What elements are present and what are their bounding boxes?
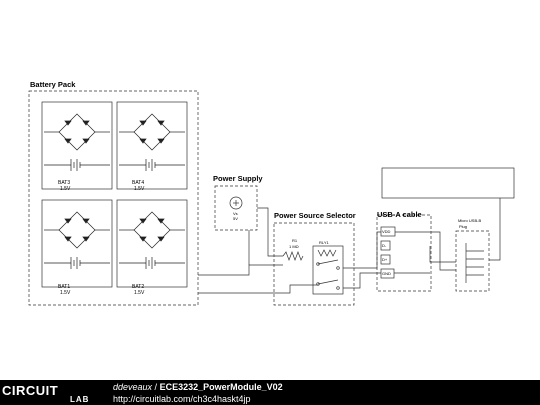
bat2-voltage: 1.5V xyxy=(134,290,145,296)
bat1-voltage: 1.5V xyxy=(60,290,71,296)
device-box xyxy=(381,167,515,199)
battery-symbol-bat2 xyxy=(119,257,185,269)
micro-usb-box xyxy=(455,230,490,292)
bat3-name: BAT3 xyxy=(58,180,71,186)
supply-voltage: 5V xyxy=(233,216,238,221)
battery-symbol-bat4 xyxy=(119,159,185,171)
bat1-name: BAT1 xyxy=(58,284,71,290)
usb-pin-gnd: GND xyxy=(382,271,391,276)
resistor-value: 1 MΩ xyxy=(289,244,299,249)
voltage-source-symbol xyxy=(229,196,243,210)
usb-a-label: USB-A cable xyxy=(377,210,422,219)
power-supply-label: Power Supply xyxy=(213,174,263,183)
schematic-canvas xyxy=(28,90,515,306)
circuitlab-logo-sub: LAB xyxy=(70,395,90,404)
supply-name: Vs xyxy=(233,211,238,216)
bat4-name: BAT4 xyxy=(132,180,145,186)
selector-label: Power Source Selector xyxy=(274,211,356,220)
micro-usb-sub-label: Plug xyxy=(459,224,468,229)
battery-pack-label: Battery Pack xyxy=(30,80,76,89)
battery-symbol-bat3 xyxy=(44,159,110,171)
cell-box-bat2 xyxy=(116,199,188,288)
cell-box-bat3 xyxy=(41,101,113,190)
bridge-rectifier-bat1 xyxy=(44,211,110,269)
usb-a-box xyxy=(376,214,432,292)
footer-bar xyxy=(0,380,540,405)
selector-box xyxy=(273,222,355,306)
usb-pin-dplus: D+ xyxy=(382,257,388,262)
power-supply-box xyxy=(214,185,258,231)
resistor-name: R1 xyxy=(292,238,298,243)
micro-usb-label: Micro USB-B xyxy=(458,218,482,223)
relay-name: RLY1 xyxy=(319,240,329,245)
bat3-voltage: 1.5V xyxy=(60,186,71,192)
project-url[interactable]: http://circuitlab.com/ch3c4haskt4jp xyxy=(113,394,251,404)
bridge-rectifier-bat3 xyxy=(44,113,110,171)
cell-box-bat1 xyxy=(41,199,113,288)
bridge-rectifier-bat4 xyxy=(119,113,185,171)
circuitlab-logo[interactable]: CIRCUIT xyxy=(2,383,59,398)
author-link[interactable]: ddeveaux xyxy=(113,382,153,392)
usb-pin-vdd: VDD xyxy=(382,229,391,234)
resistor-symbol xyxy=(282,251,304,261)
usb-pin-dminus: D- xyxy=(382,243,387,248)
bridge-rectifier-bat2 xyxy=(119,211,185,269)
project-title[interactable]: ECE3232_PowerModule_V02 xyxy=(159,382,283,392)
relay-symbol xyxy=(312,245,344,295)
bat4-voltage: 1.5V xyxy=(134,186,145,192)
battery-symbol-bat1 xyxy=(44,257,110,269)
bat2-name: BAT2 xyxy=(132,284,145,290)
battery-pack-box xyxy=(28,90,199,306)
meta-separator: / xyxy=(152,382,160,392)
project-meta: ddeveaux / ECE3232_PowerModule_V02 xyxy=(113,382,283,392)
cell-box-bat4 xyxy=(116,101,188,190)
